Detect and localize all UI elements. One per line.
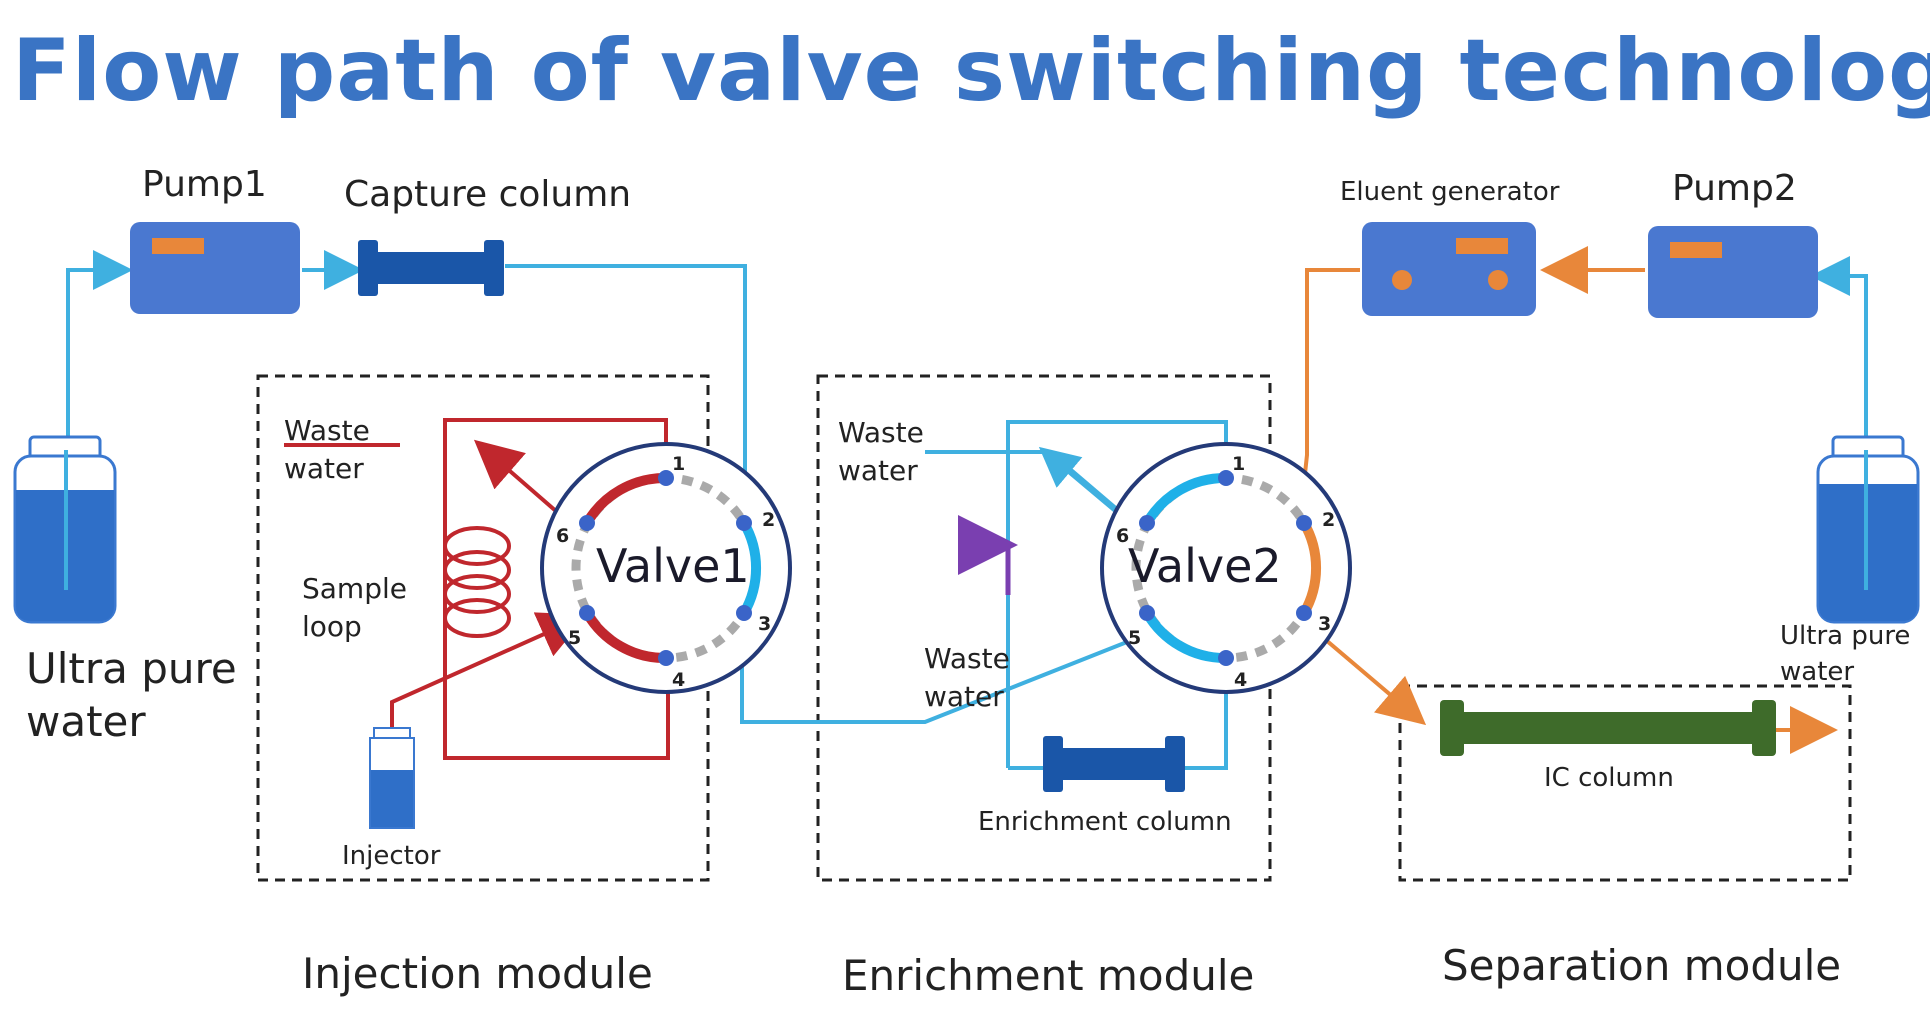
port-label-4: 4: [1234, 669, 1247, 691]
valve2-label: Valve2: [1128, 539, 1282, 593]
valve1-port-labels: 1 2 3 4 5 6: [556, 453, 775, 691]
eluent-generator-label: Eluent generator: [1340, 177, 1560, 207]
capture-column-label: Capture column: [344, 174, 631, 215]
water-bottle-left: [13, 435, 117, 624]
valve1: [540, 442, 792, 694]
port-label-4: 4: [672, 669, 685, 691]
waste-water-2-line1: Waste: [838, 416, 924, 449]
ic-column-device: [1440, 700, 1776, 756]
separation-module-label: Separation module: [1442, 941, 1841, 990]
port-label-2: 2: [762, 509, 775, 531]
injector-device: [369, 727, 415, 829]
waste-water-1-line1: Waste: [284, 414, 370, 447]
pump1-label: Pump1: [142, 164, 267, 205]
enrichment-column-device: [1043, 736, 1185, 792]
port-label-1: 1: [672, 453, 685, 475]
sample-loop-line1: Sample: [302, 572, 407, 605]
injection-module-label: Injection module: [302, 949, 653, 998]
ultra-pure-water-right-line2: water: [1780, 657, 1854, 687]
port-label-5: 5: [1128, 627, 1141, 649]
ultra-pure-water-left-line2: water: [26, 697, 146, 746]
waste-arrow-2: [1038, 446, 1122, 517]
ic-column-label: IC column: [1544, 763, 1674, 793]
port-label-3: 3: [758, 613, 771, 635]
waste-water-1-line2: water: [284, 452, 364, 485]
valve2-port-labels: 1 2 3 4 5 6: [1116, 453, 1335, 691]
port-label-3: 3: [1318, 613, 1331, 635]
port-label-1: 1: [1232, 453, 1245, 475]
capture-column-device: [358, 240, 504, 296]
eluent-generator-device: [1362, 222, 1536, 316]
waste-water-3-line2: water: [924, 680, 1004, 713]
pump2-device: [1648, 226, 1818, 318]
pump2-label: Pump2: [1672, 168, 1797, 209]
port-label-6: 6: [556, 525, 569, 547]
waste-water-2-line2: water: [838, 454, 918, 487]
eluent-flow-lines: [1298, 246, 1838, 754]
port-label-6: 6: [1116, 525, 1129, 547]
pump1-device: [130, 222, 300, 314]
enrichment-column-label: Enrichment column: [978, 807, 1232, 837]
water-bottle-right: [1816, 435, 1920, 624]
injector-label: Injector: [342, 841, 441, 871]
valve2: [1100, 442, 1352, 694]
sample-loop-coil: [443, 526, 511, 638]
ultra-pure-water-right-line1: Ultra pure: [1780, 621, 1910, 651]
diagram-title: Flow path of valve switching technology: [12, 21, 1930, 121]
valve1-label: Valve1: [596, 539, 750, 593]
enrichment-module-label: Enrichment module: [842, 951, 1254, 1000]
port-label-2: 2: [1322, 509, 1335, 531]
port-label-5: 5: [568, 627, 581, 649]
water-flow-lines: [66, 250, 1868, 770]
waste-water-3-line1: Waste: [924, 642, 1010, 675]
ultra-pure-water-left-line1: Ultra pure: [26, 644, 237, 693]
sample-loop-line2: loop: [302, 610, 362, 643]
separation-module-box: [1398, 684, 1852, 882]
